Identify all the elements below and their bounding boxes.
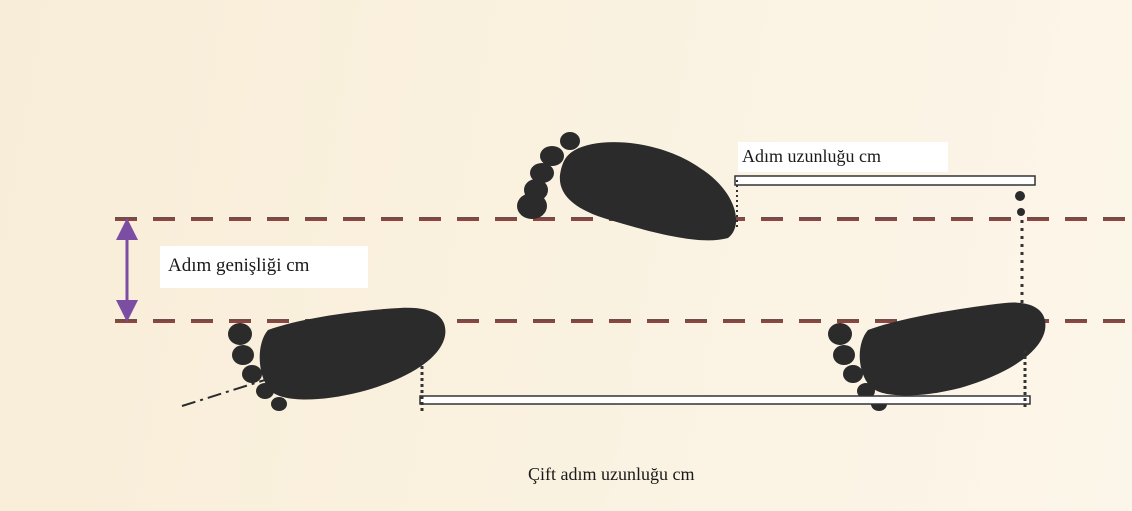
left-footprint-upper [517,132,736,240]
step-length-bracket [735,176,1035,305]
step-width-label: Adım genişliği cm [160,246,368,288]
right-footprint-lower-right [828,303,1045,411]
right-footprint-lower-left [228,308,445,411]
stride-length-label: Çift adım uzunluğu cm [528,462,694,486]
step-length-label: Adım uzunluğu cm [738,142,948,172]
step-width-arrow [116,218,138,322]
